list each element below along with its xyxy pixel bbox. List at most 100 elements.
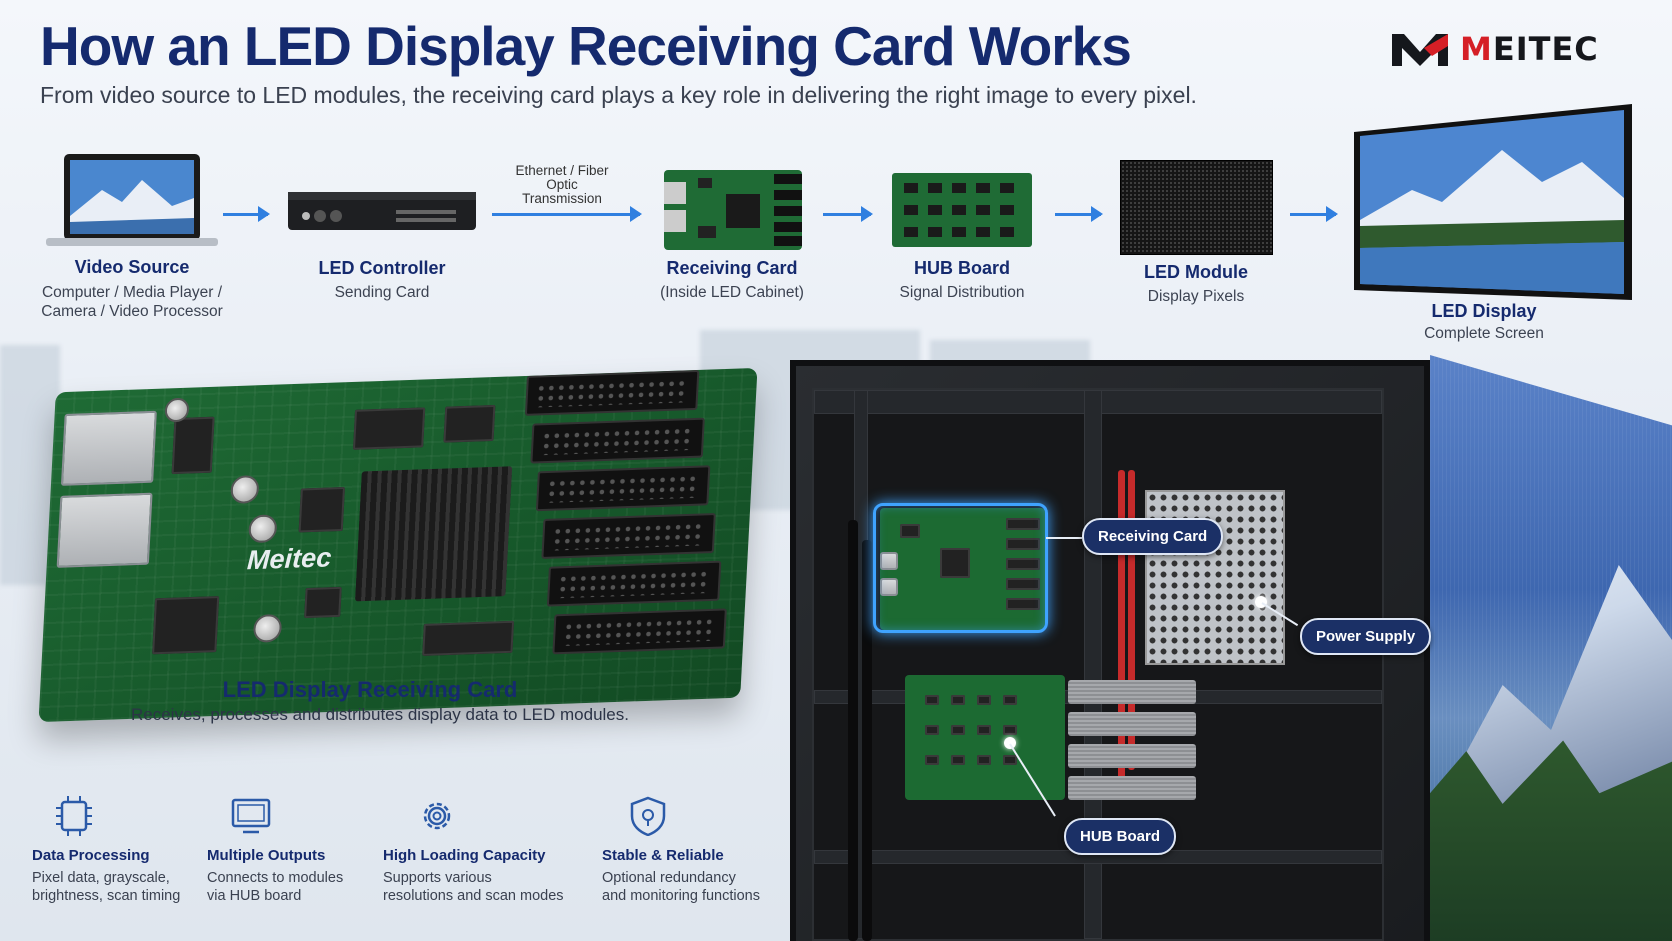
- callout-power-supply: Power Supply: [1300, 618, 1432, 655]
- chip: [977, 755, 991, 765]
- chip: [900, 524, 920, 538]
- feature-title: Data Processing: [32, 847, 150, 864]
- chip: [951, 755, 965, 765]
- hub-connector: [535, 465, 711, 512]
- flow-step-desc: Complete Screen: [1424, 325, 1544, 342]
- black-cable: [862, 540, 872, 941]
- ethernet-port: [880, 578, 898, 596]
- transmission-label: Ethernet / Fiber Optic Transmission: [515, 163, 609, 206]
- shield-icon: [630, 796, 666, 837]
- chip: [977, 695, 991, 705]
- chip: [951, 695, 965, 705]
- receiving-card-board: Meitec: [38, 367, 758, 723]
- product-title: LED Display Receiving Card: [222, 677, 518, 702]
- feature-desc: and monitoring functions: [602, 888, 760, 904]
- board-brand-label: Meitec: [246, 542, 333, 576]
- feature-title: Stable & Reliable: [602, 847, 724, 864]
- page-title: How an LED Display Receiving Card Works: [40, 15, 1132, 77]
- hub-connector: [1006, 598, 1040, 610]
- chip: [977, 725, 991, 735]
- flow-step-desc: Sending Card: [334, 284, 430, 301]
- chip: [925, 695, 939, 705]
- chip: [925, 725, 939, 735]
- chip: [1003, 755, 1017, 765]
- ribbon-cable: [1068, 712, 1196, 736]
- flow-step-title: HUB Board: [913, 258, 1010, 278]
- hub-connector: [1006, 538, 1040, 550]
- flow-arrow-transmission: [492, 206, 642, 222]
- feature-desc: Optional redundancy: [602, 870, 736, 886]
- power-supply-unit: [1145, 490, 1285, 665]
- installed-hub-board: [905, 675, 1065, 800]
- chip-icon: [56, 796, 92, 836]
- chip: [152, 596, 220, 655]
- heatsink: [355, 466, 513, 602]
- flow-arrow: [1055, 206, 1103, 222]
- led-module-icon: [1120, 160, 1273, 255]
- flow-step-desc: Computer / Media Player /: [41, 284, 223, 301]
- led-controller-icon: [288, 192, 476, 230]
- flow-step-desc: Signal Distribution: [899, 284, 1025, 301]
- feature-title: Multiple Outputs: [207, 847, 326, 864]
- chip: [304, 586, 342, 619]
- flow-step-title: LED Module: [1144, 262, 1248, 282]
- flow-arrow: [823, 206, 873, 222]
- chip: [352, 407, 426, 450]
- cabinet-interior: [812, 388, 1384, 941]
- receiving-card-highlight: [873, 503, 1048, 633]
- black-cable: [848, 520, 858, 941]
- ethernet-port: [880, 552, 898, 570]
- callout-receiving-card: Receiving Card: [1082, 518, 1224, 555]
- logo-mark-icon: [1392, 34, 1448, 66]
- chip: [443, 404, 496, 443]
- feature-title: High Loading Capacity: [383, 847, 546, 864]
- product-description: Receives, processes and distributes disp…: [131, 705, 629, 724]
- chip: [951, 725, 965, 735]
- receiving-card-icon: [664, 170, 802, 250]
- ribbon-cable: [1068, 680, 1196, 704]
- feature-high-loading-capacity: High Loading Capacity Supports various r…: [383, 796, 583, 905]
- flow-step-desc: Camera / Video Processor: [41, 303, 223, 320]
- hub-connector: [1006, 578, 1040, 590]
- capacitor: [252, 613, 283, 643]
- installed-receiving-card: [880, 508, 1045, 630]
- monitor-icon: [231, 798, 271, 834]
- capacitor: [248, 514, 278, 544]
- hub-connector: [541, 512, 716, 559]
- flow-step-title: Receiving Card: [666, 258, 798, 278]
- flow-step-desc: (Inside LED Cabinet): [660, 284, 804, 301]
- chip: [925, 755, 939, 765]
- feature-desc: Connects to modules: [207, 870, 344, 886]
- hub-connector: [524, 369, 700, 416]
- hub-board-icon: [892, 173, 1032, 247]
- chip: [1003, 695, 1017, 705]
- hub-connector: [1006, 558, 1040, 570]
- feature-desc: via HUB board: [207, 888, 302, 904]
- capacitor: [230, 475, 260, 504]
- chip: [171, 416, 215, 475]
- feature-desc: resolutions and scan modes: [383, 888, 564, 904]
- meitec-logo: MEITEC: [1390, 28, 1630, 72]
- hub-connector: [1006, 518, 1040, 530]
- flow-step-title: Video Source: [74, 257, 190, 277]
- feature-desc: Supports various: [383, 870, 492, 886]
- logo-text-rest: EITEC: [1492, 30, 1599, 68]
- led-display-icon: [1354, 104, 1632, 300]
- callout-hub-board: HUB Board: [1064, 818, 1177, 855]
- flow-arrow: [223, 206, 270, 222]
- chip: [940, 548, 970, 578]
- red-power-cable: [1118, 470, 1125, 800]
- flow-step-title: LED Display: [1431, 301, 1537, 321]
- chip: [422, 620, 515, 656]
- red-power-cable: [1128, 470, 1135, 770]
- feature-data-processing: Data Processing Pixel data, grayscale, b…: [32, 796, 202, 905]
- feature-multiple-outputs: Multiple Outputs Connects to modules via…: [207, 796, 377, 905]
- ethernet-port: [56, 492, 153, 568]
- hub-connector: [552, 608, 727, 655]
- feature-desc: Pixel data, grayscale,: [32, 870, 170, 886]
- logo-text: MEITEC: [1460, 30, 1599, 68]
- hub-connector: [530, 417, 705, 464]
- feature-desc: brightness, scan timing: [32, 888, 181, 904]
- ribbon-cable: [1068, 744, 1196, 768]
- callout-line: [1046, 537, 1082, 539]
